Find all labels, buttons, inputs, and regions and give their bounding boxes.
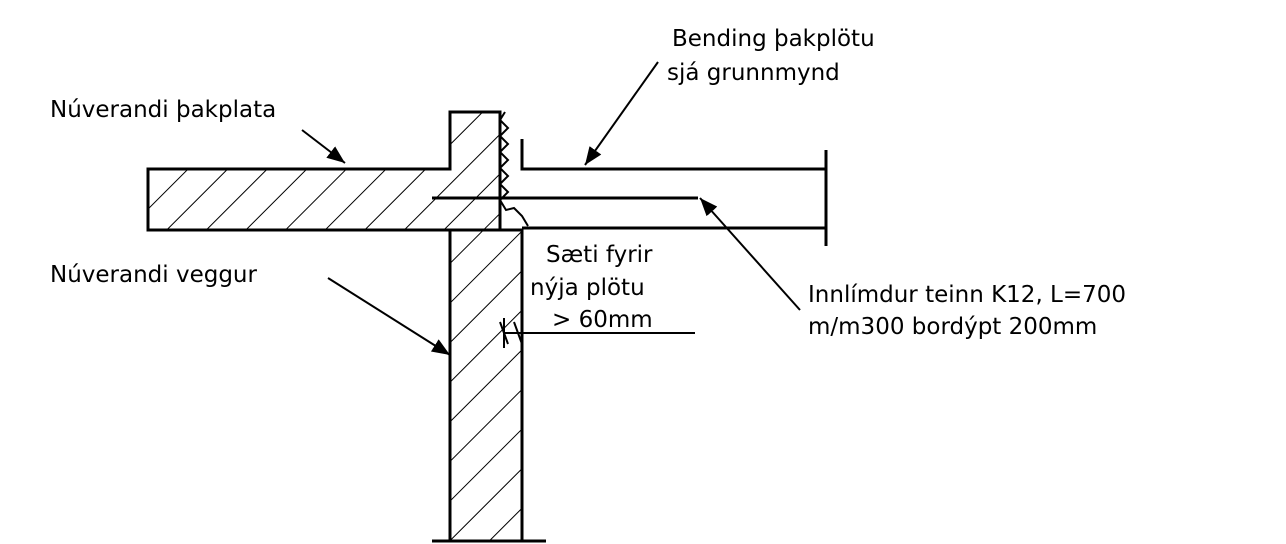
label-rebar-1: Innlímdur teinn K12, L=700 [808,282,1126,308]
existing-roof-slab [146,110,502,232]
label-seat-1: Sæti fyrir [546,242,653,268]
label-seat-3: > 60mm [552,307,653,333]
label-seat-2: nýja plötu [530,275,645,301]
new-roof-slab [520,139,828,246]
seat-dimension [499,318,695,348]
label-roof-bend-2: sjá grunnmynd [667,60,840,86]
label-roof-bend-1: Bending þakplötu [672,26,875,52]
break-line [498,111,529,227]
leader-roof-slab [301,129,346,164]
leader-rebar [699,197,801,311]
label-rebar-2: m/m300 bordýpt 200mm [808,314,1097,340]
label-existing-wall: Núverandi veggur [50,262,258,288]
existing-wall [432,228,546,543]
label-existing-roof-slab: Núverandi þakplata [50,97,276,123]
leader-wall [327,277,451,356]
leader-roof-bend [584,61,659,166]
